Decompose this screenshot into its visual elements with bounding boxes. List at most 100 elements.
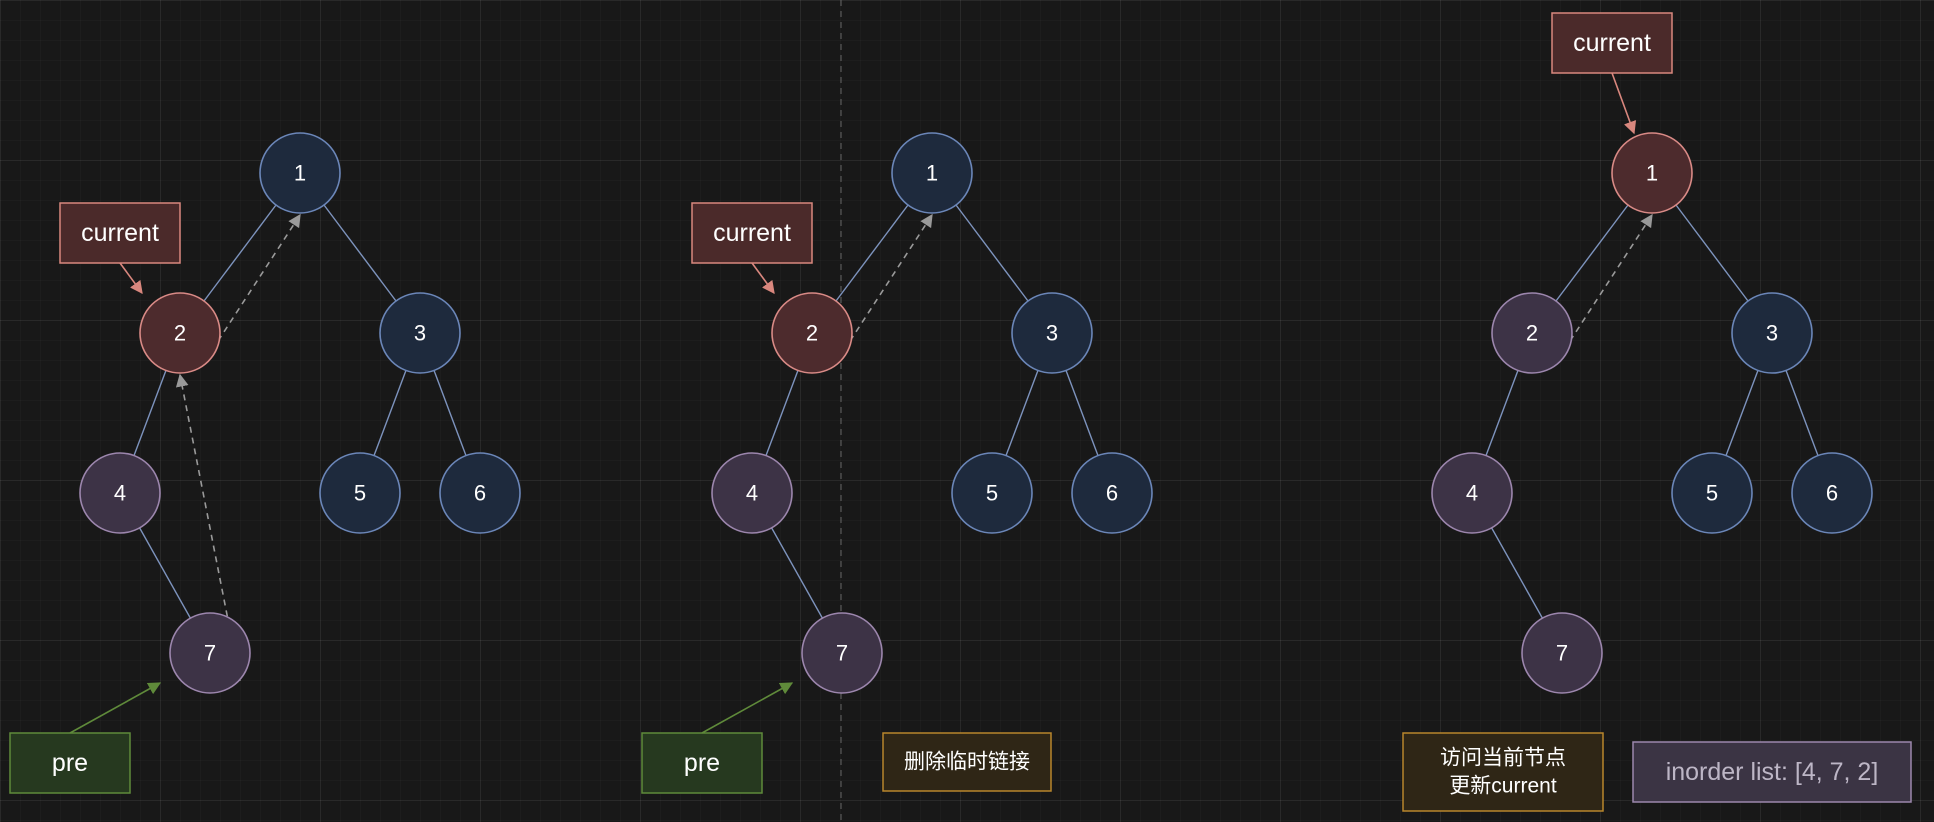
node-label: 5 <box>354 481 366 506</box>
note-box: 删除临时链接 <box>882 732 1052 792</box>
node-label: 6 <box>474 481 486 506</box>
node-circle <box>259 132 341 214</box>
tree-edge-1-3 <box>323 204 397 302</box>
tree-node-2: 2 <box>1491 292 1573 374</box>
node-circle <box>1671 452 1753 534</box>
tree-node-4: 4 <box>711 452 793 534</box>
temporary-link-2-1 <box>217 213 301 342</box>
tree-node-2: 2 <box>139 292 221 374</box>
inorder-list-text: inorder list: [4, 7, 2] <box>1666 758 1879 786</box>
tree-edge-3-6 <box>1785 370 1819 456</box>
tree-node-5: 5 <box>319 452 401 534</box>
node-circle <box>79 452 161 534</box>
node-label: 5 <box>986 481 998 506</box>
temporary-link-2-1 <box>849 213 933 342</box>
tree-node-6: 6 <box>1071 452 1153 534</box>
temporary-link-7-2 <box>175 373 241 682</box>
pre-arrow <box>69 682 162 734</box>
tree-edge-3-5 <box>1725 370 1759 456</box>
tree-edge-2-4 <box>133 370 167 456</box>
pre-label: pre <box>684 749 720 777</box>
node-circle <box>439 452 521 534</box>
node-label: 3 <box>414 321 426 346</box>
tree-edge-4-7 <box>771 527 823 619</box>
node-label: 3 <box>1766 321 1778 346</box>
node-circle <box>379 292 461 374</box>
tree-edge-4-7 <box>139 527 191 619</box>
node-circle <box>1731 292 1813 374</box>
node-label: 6 <box>1106 481 1118 506</box>
note-line-2: 更新current <box>1449 775 1557 798</box>
node-label: 7 <box>1556 641 1568 666</box>
node-circle <box>891 132 973 214</box>
tree-node-5: 5 <box>951 452 1033 534</box>
tree-edge-1-2 <box>1555 204 1629 302</box>
tree-node-1: 1 <box>891 132 973 214</box>
current-arrow <box>119 262 143 295</box>
node-circle <box>1791 452 1873 534</box>
note-text: 删除临时链接 <box>904 751 1030 774</box>
panel-step-2: 1 2 3 4 5 6 7 current pre 删除临时链接 <box>641 132 1153 794</box>
node-label: 4 <box>114 481 126 506</box>
tree-node-2: 2 <box>771 292 853 374</box>
pre-pointer: pre <box>641 682 794 794</box>
node-label: 2 <box>1526 321 1538 346</box>
tree-edge-4-7 <box>1491 527 1543 619</box>
node-label: 2 <box>806 321 818 346</box>
tree-edge-3-5 <box>1005 370 1039 456</box>
current-pointer: current <box>1551 12 1673 135</box>
tree-edge-1-2 <box>203 204 277 302</box>
node-circle <box>951 452 1033 534</box>
note-rect <box>882 732 1052 792</box>
tree-node-7: 7 <box>169 612 251 694</box>
node-circle <box>771 292 853 374</box>
tree-node-6: 6 <box>439 452 521 534</box>
tree-edge-1-3 <box>1675 204 1749 302</box>
node-label: 1 <box>294 161 306 186</box>
node-circle <box>1071 452 1153 534</box>
node-label: 1 <box>1646 161 1658 186</box>
tree-edge-3-5 <box>373 370 407 456</box>
tree-edge-3-6 <box>1065 370 1099 456</box>
tree-node-1: 1 <box>1611 132 1693 214</box>
node-label: 4 <box>746 481 758 506</box>
node-label: 7 <box>836 641 848 666</box>
tree-node-7: 7 <box>801 612 883 694</box>
node-circle <box>1011 292 1093 374</box>
tree-edge-3-6 <box>433 370 467 456</box>
node-circle <box>1491 292 1573 374</box>
node-label: 5 <box>1706 481 1718 506</box>
node-circle <box>1521 612 1603 694</box>
node-circle <box>169 612 251 694</box>
current-arrow <box>1611 72 1637 135</box>
tree-node-4: 4 <box>1431 452 1513 534</box>
node-circle <box>1611 132 1693 214</box>
current-box <box>1551 12 1673 74</box>
node-label: 3 <box>1046 321 1058 346</box>
tree-node-6: 6 <box>1791 452 1873 534</box>
note-rect <box>1402 732 1604 812</box>
node-circle <box>319 452 401 534</box>
current-pointer: current <box>691 202 813 295</box>
tree-edge-1-3 <box>955 204 1029 302</box>
current-label: current <box>713 219 791 247</box>
tree-node-3: 3 <box>1731 292 1813 374</box>
node-label: 2 <box>174 321 186 346</box>
node-circle <box>801 612 883 694</box>
tree-edge-2-4 <box>1485 370 1519 456</box>
tree-node-3: 3 <box>1011 292 1093 374</box>
current-box <box>59 202 181 264</box>
temporary-link-2-1 <box>1569 213 1653 342</box>
pre-arrow <box>701 682 794 734</box>
node-circle <box>711 452 793 534</box>
tree-node-7: 7 <box>1521 612 1603 694</box>
tree-node-3: 3 <box>379 292 461 374</box>
tree-node-1: 1 <box>259 132 341 214</box>
pre-label: pre <box>52 749 88 777</box>
node-label: 4 <box>1466 481 1478 506</box>
current-label: current <box>1573 29 1651 57</box>
